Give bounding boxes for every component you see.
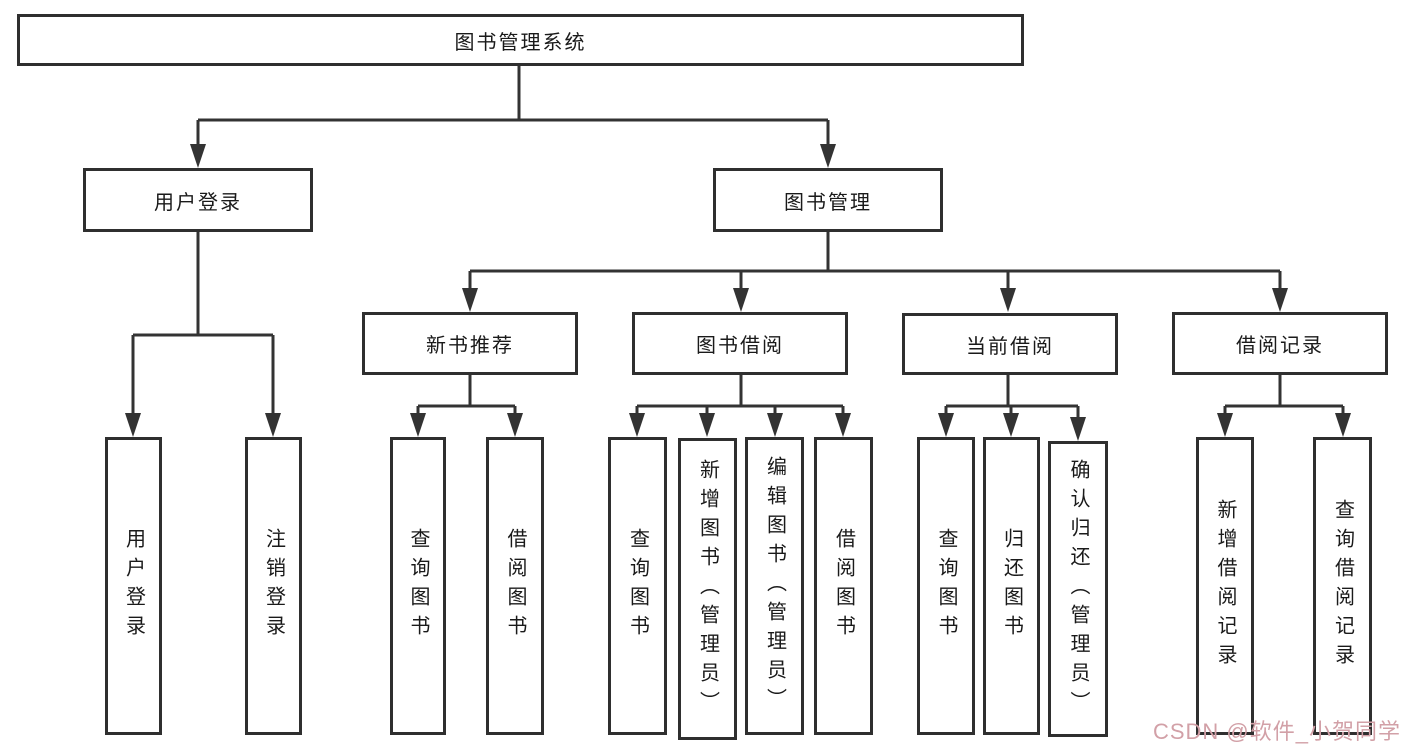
node-library-system: 图书管理系统 xyxy=(17,14,1024,66)
leaf-query-books-3: 查询图书 xyxy=(917,437,975,735)
leaf-query-books-1: 查询图书 xyxy=(390,437,446,735)
leaf-query-books-2: 查询图书 xyxy=(608,437,667,735)
node-current-borrow: 当前借阅 xyxy=(902,313,1118,375)
node-book-borrow: 图书借阅 xyxy=(632,312,848,375)
csdn-watermark: CSDN @软件_小贺同学 xyxy=(1152,719,1401,744)
node-user-login: 用户登录 xyxy=(83,168,313,232)
node-new-book-recommend: 新书推荐 xyxy=(362,312,578,375)
leaf-query-borrow-record: 查询借阅记录 xyxy=(1313,437,1372,735)
leaf-confirm-return-admin: 确认归还（管理员） xyxy=(1048,441,1108,737)
leaf-logout: 注销登录 xyxy=(245,437,302,735)
leaf-return-books: 归还图书 xyxy=(983,437,1040,735)
node-book-management: 图书管理 xyxy=(713,168,943,232)
leaf-borrow-books-1: 借阅图书 xyxy=(486,437,544,735)
node-borrow-records: 借阅记录 xyxy=(1172,312,1388,375)
leaf-borrow-books-2: 借阅图书 xyxy=(814,437,873,735)
leaf-add-borrow-record: 新增借阅记录 xyxy=(1196,437,1254,735)
leaf-edit-books-admin: 编辑图书（管理员） xyxy=(745,437,804,735)
leaf-user-login: 用户登录 xyxy=(105,437,162,735)
leaf-add-books-admin: 新增图书（管理员） xyxy=(678,438,737,740)
